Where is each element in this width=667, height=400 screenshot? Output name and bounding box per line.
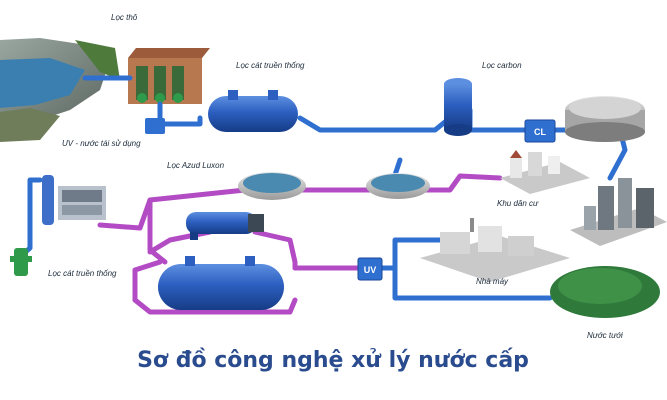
label-nuoc-tuoi: Nước tưới <box>587 331 623 340</box>
label-loc-carbon: Lọc carbon <box>482 61 522 70</box>
label-loc-cat-top: Lọc cát truền thống <box>236 61 305 70</box>
label-loc-cat-bottom: Lọc cát truền thống <box>48 269 117 278</box>
sand-filter-tank-top <box>208 90 298 132</box>
diagram-title: Sơ đồ công nghệ xử lý nước cấp <box>137 348 529 373</box>
label-azud-luxon: Lọc Azud Luxon <box>167 161 225 170</box>
settling-pool-1 <box>238 172 306 200</box>
label-loc-tho: Lọc thô <box>111 13 138 22</box>
junction-box <box>145 118 165 134</box>
label-nha-may: Nhà máy <box>476 277 509 286</box>
label-uv-reuse: UV - nước tái sử dụng <box>62 139 141 148</box>
uv-tag: UV <box>364 265 377 275</box>
hydrant <box>10 248 32 276</box>
settling-pool-2 <box>366 173 430 199</box>
carbon-filter-tank <box>444 78 472 136</box>
chlorine-tag: CL <box>534 127 546 137</box>
purple-pipe-network <box>97 173 503 315</box>
reservoir-landscape <box>0 38 120 142</box>
label-khu-dan-cu: Khu dân cư <box>497 199 539 208</box>
factory <box>420 218 570 282</box>
irrigation-field <box>550 266 660 318</box>
residential-area <box>500 150 590 194</box>
storage-reservoir <box>565 96 645 142</box>
uv-reuse-unit <box>42 175 106 225</box>
uv-unit: UV <box>357 257 383 281</box>
chlorine-unit: CL <box>524 119 556 143</box>
pump-house <box>128 48 210 104</box>
sand-filter-tank-bottom <box>158 256 284 310</box>
city-buildings <box>570 178 667 246</box>
azud-luxon-filter <box>186 212 264 240</box>
